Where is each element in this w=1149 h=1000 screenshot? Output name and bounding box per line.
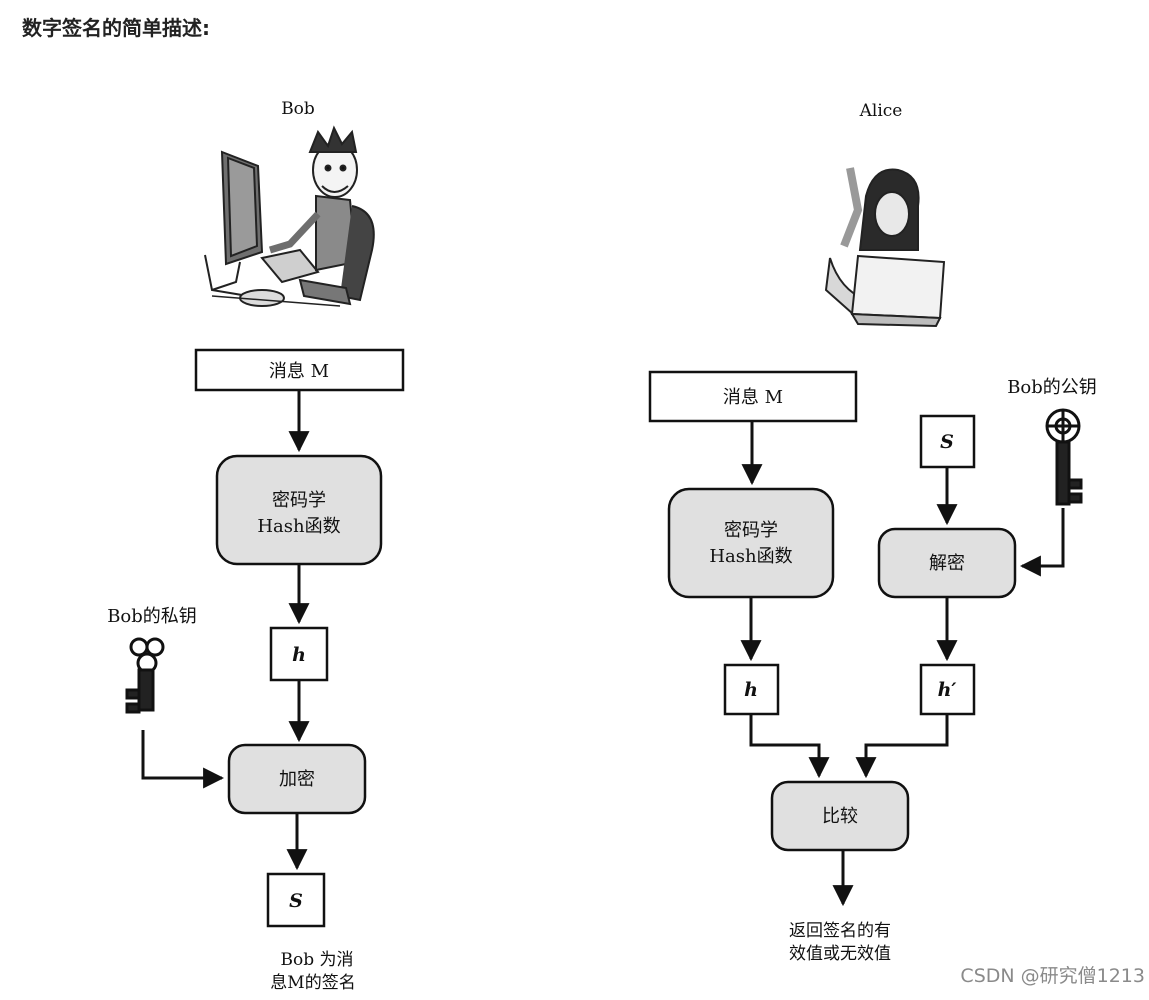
alice-result-line1: 返回签名的有	[789, 921, 891, 941]
public-key-icon	[1045, 408, 1083, 506]
alice-compare-box	[770, 780, 910, 852]
private-key-icon	[125, 637, 165, 714]
alice-name: Alice	[859, 101, 903, 121]
bob-s-box	[266, 872, 326, 928]
bob-signature-line2: 息M的签名	[270, 973, 355, 993]
alice-hprime-label: h′	[938, 679, 957, 701]
alice-arrow-h-compare	[749, 714, 830, 779]
bob-name: Bob	[281, 99, 315, 119]
alice-h-box	[723, 663, 780, 716]
bob-arrow-key-encrypt	[141, 730, 225, 789]
bob-hash-line1: 密码学	[272, 490, 326, 511]
bob-s-label: S	[289, 890, 303, 912]
alice-hash-line2: Hash函数	[709, 546, 792, 567]
alice-h-label: h	[744, 679, 758, 701]
bob-h-box	[269, 626, 329, 682]
csdn-watermark: CSDN @研究僧1213	[960, 965, 1145, 987]
bob-message-box	[194, 348, 405, 392]
alice-hash-line1: 密码学	[724, 520, 778, 541]
alice-s-box	[919, 414, 976, 469]
alice-laptop-illustration	[824, 167, 946, 328]
alice-s-label: S	[940, 431, 954, 453]
bob-message-label: 消息 M	[269, 361, 329, 382]
alice-public-key-label: Bob的公钥	[1007, 377, 1097, 398]
bob-signature-line1: Bob 为消	[280, 950, 353, 970]
alice-compare-label: 比较	[822, 806, 858, 827]
page-heading: 数字签名的简单描述:	[22, 16, 210, 40]
bob-hash-line2: Hash函数	[257, 516, 340, 537]
alice-message-box	[648, 370, 858, 423]
alice-hash-box	[667, 487, 835, 599]
alice-message-label: 消息 M	[723, 387, 783, 408]
alice-decrypt-label: 解密	[929, 553, 965, 574]
alice-result-line2: 效值或无效值	[789, 944, 891, 964]
bob-private-key-label: Bob的私钥	[107, 606, 197, 627]
bob-encrypt-label: 加密	[279, 769, 315, 790]
bob-h-label: h	[292, 644, 306, 666]
alice-arrow-hprime-compare	[855, 714, 949, 779]
alice-arrow-key-decrypt	[1019, 508, 1065, 577]
bob-computer-illustration	[204, 125, 375, 307]
